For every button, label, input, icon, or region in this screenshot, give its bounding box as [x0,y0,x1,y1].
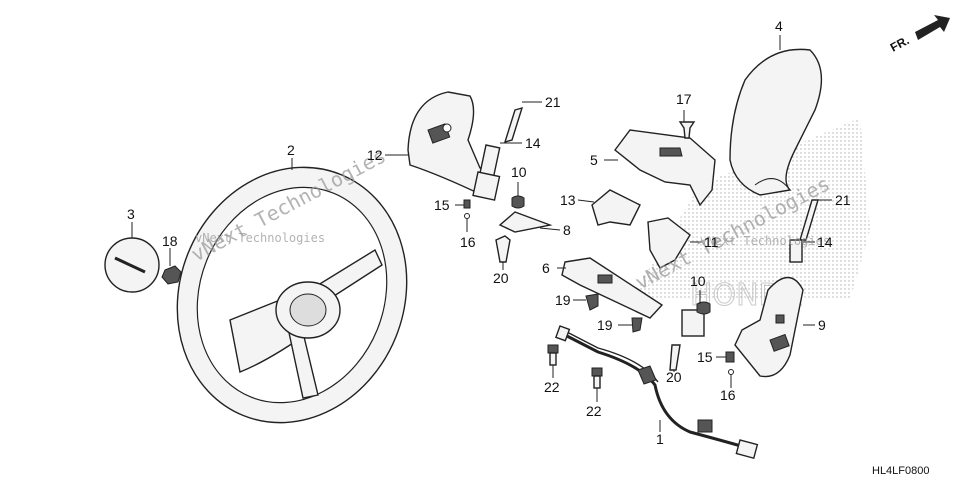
callout-20-a: 20 [493,270,509,286]
dotted-shade-area [630,118,870,300]
screw-part-17 [678,121,696,139]
callout-4: 4 [775,18,783,34]
horn-emblem-cap [104,237,160,293]
callout-18: 18 [162,233,178,249]
right-switch-hardware [669,199,819,375]
direction-label: FR. [888,33,912,54]
steering-wheel [176,166,408,424]
callout-12: 12 [367,147,383,163]
right-switch-cover [734,276,804,378]
callout-6: 6 [542,260,550,276]
bracket-part-11 [647,217,691,269]
callout-labels: 1 2 3 4 5 6 8 9 10 10 11 12 13 14 14 15 … [127,18,851,447]
callout-16-a: 16 [460,234,476,250]
left-switch-cover [407,91,497,196]
callout-11: 11 [704,234,719,250]
wire-harness-part-1 [554,325,759,460]
callout-19-b: 19 [597,317,613,333]
callout-13: 13 [560,192,576,208]
callout-10-a: 10 [511,164,527,180]
callout-17: 17 [676,91,692,107]
callout-21-b: 21 [835,192,851,208]
switch-base-part-6 [561,257,664,319]
clip-part-19-a [585,293,599,311]
callout-3: 3 [127,206,135,222]
callout-1: 1 [656,431,664,447]
column-cover-part-5 [614,129,716,207]
callout-21-a: 21 [545,94,561,110]
callout-8: 8 [563,222,571,238]
drawing-code: HL4LF0800 [872,465,930,477]
callout-15-b: 15 [697,349,713,365]
callout-5: 5 [590,152,598,168]
front-direction-indicator: FR. [888,15,950,55]
callout-19-a: 19 [555,292,571,308]
leader-lines [131,35,832,432]
front-arrow-icon [915,15,950,40]
bracket-part-13 [591,189,641,226]
nut-part-18 [161,265,182,285]
callout-20-b: 20 [666,369,682,385]
callout-22-a: 22 [544,379,560,395]
callout-16-b: 16 [720,387,736,403]
watermark: vNext Technologies [700,234,830,248]
callout-22-b: 22 [586,403,602,419]
clip-part-19-b [631,317,643,333]
callout-14-b: 14 [817,234,833,250]
callout-14-a: 14 [525,135,541,151]
watermark: vNext Technologies [195,231,325,245]
bolt-part-22-b [591,367,603,389]
callout-2: 2 [287,142,295,158]
callout-10-b: 10 [690,273,706,289]
left-switch-hardware [463,106,553,263]
callout-15-a: 15 [434,197,450,213]
bolt-part-22-a [547,344,559,366]
callout-9: 9 [818,317,826,333]
rear-cover-part-4 [729,48,823,196]
